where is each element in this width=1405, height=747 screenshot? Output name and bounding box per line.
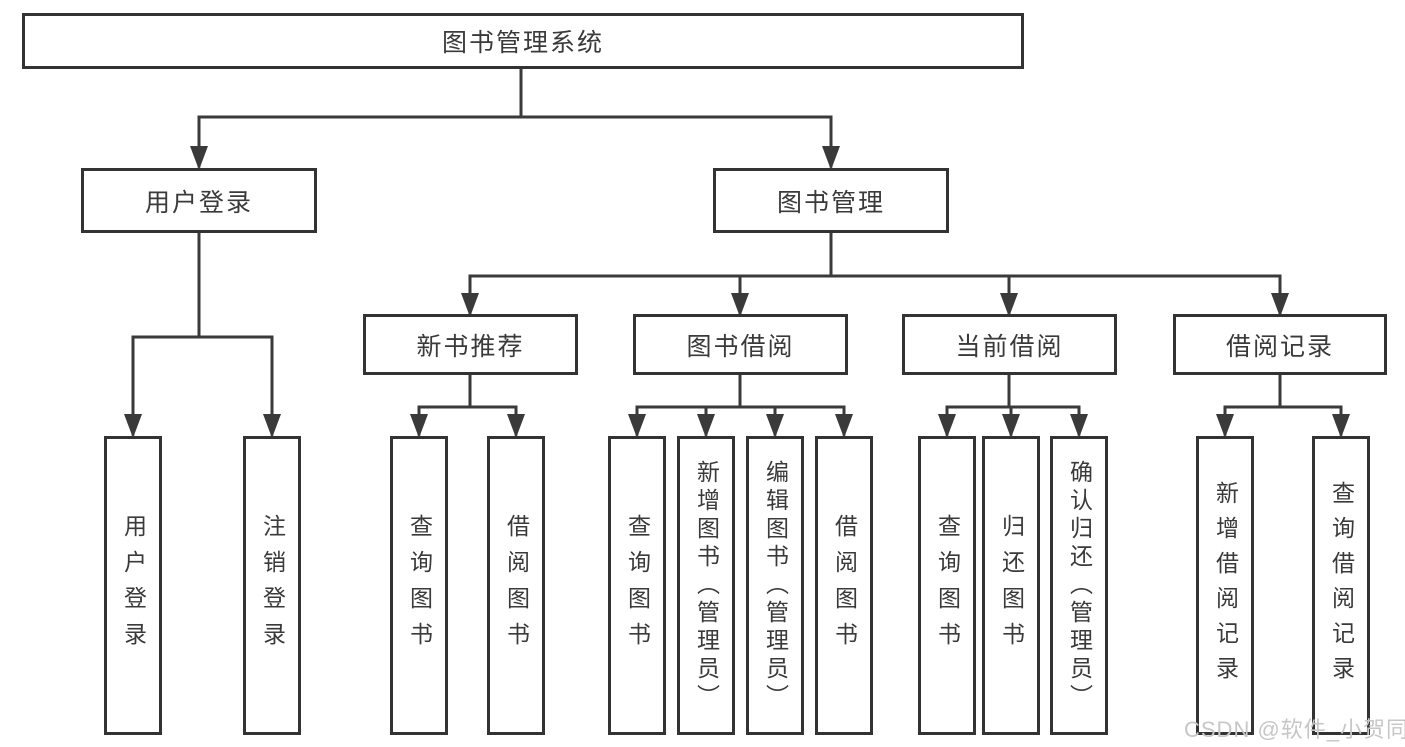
leaf-label: 编辑图书（管理员）: [762, 459, 789, 712]
leaf-label: 用户登录: [120, 513, 147, 658]
leaf-current-confirm-return-admin: 确认归还（管理员）: [1050, 436, 1108, 735]
leaf-label: 借阅图书: [503, 513, 530, 658]
csdn-watermark: CSDN @软件_小贺同学: [1184, 717, 1405, 742]
leaf-label: 查询图书: [406, 513, 433, 658]
node-book-borrowing: 图书借阅: [633, 314, 848, 375]
leaf-borrow-edit-book-admin: 编辑图书（管理员）: [746, 436, 804, 735]
leaf-label: 确认归还（管理员）: [1066, 459, 1093, 712]
leaf-borrow-query-books: 查询图书: [608, 436, 666, 735]
node-library-management-system: 图书管理系统: [22, 13, 1024, 69]
leaf-logout: 注销登录: [243, 436, 301, 735]
node-user-login: 用户登录: [81, 168, 317, 233]
node-new-book-recommend: 新书推荐: [363, 314, 578, 375]
leaf-current-return-books: 归还图书: [982, 436, 1040, 735]
leaf-label: 注销登录: [259, 513, 286, 658]
node-label: 新书推荐: [416, 332, 525, 361]
leaf-newbooks-borrow-books: 借阅图书: [487, 436, 545, 735]
leaf-label: 查询图书: [624, 513, 651, 658]
leaf-user-login: 用户登录: [104, 436, 162, 735]
leaf-label: 借阅图书: [831, 513, 858, 658]
leaf-current-query-books: 查询图书: [918, 436, 976, 735]
leaf-records-query-record: 查询借阅记录: [1312, 436, 1370, 735]
node-book-management: 图书管理: [713, 168, 949, 233]
node-label: 图书借阅: [686, 332, 795, 361]
node-current-borrowing: 当前借阅: [902, 314, 1117, 375]
node-label: 借阅记录: [1225, 332, 1334, 361]
arrowhead-icons: [124, 146, 1350, 438]
node-label: 用户登录: [144, 188, 253, 217]
node-label: 当前借阅: [955, 332, 1064, 361]
root-label: 图书管理系统: [441, 29, 604, 57]
leaf-label: 新增借阅记录: [1212, 480, 1239, 691]
leaf-records-add-record: 新增借阅记录: [1196, 436, 1254, 735]
leaf-label: 归还图书: [998, 513, 1025, 658]
node-borrowing-records: 借阅记录: [1173, 314, 1387, 375]
leaf-newbooks-query-books: 查询图书: [390, 436, 448, 735]
leaf-borrow-borrow-books: 借阅图书: [815, 436, 873, 735]
leaf-label: 查询借阅记录: [1328, 480, 1355, 691]
leaf-label: 查询图书: [934, 513, 961, 658]
node-label: 图书管理: [776, 188, 885, 217]
leaf-label: 新增图书（管理员）: [693, 459, 720, 712]
leaf-borrow-add-book-admin: 新增图书（管理员）: [677, 436, 735, 735]
